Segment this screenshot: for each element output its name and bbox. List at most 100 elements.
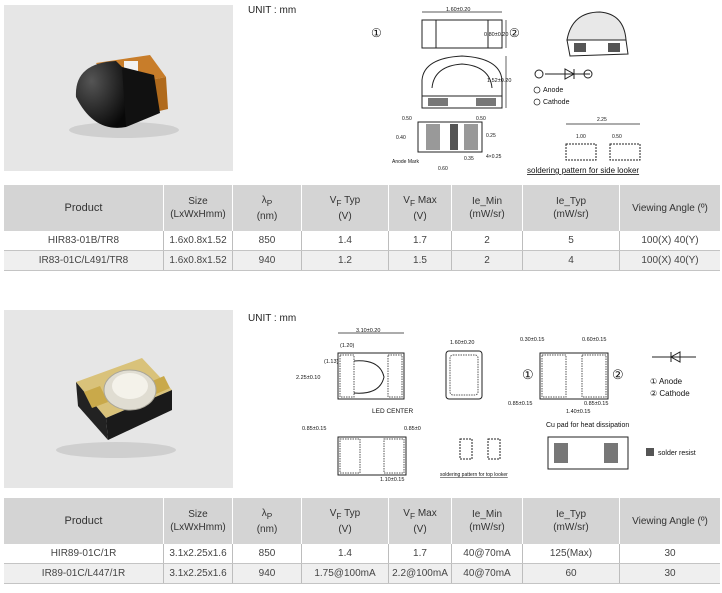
product-section-1: UNIT : mm ① ② 1.60±0.20 0.80±0.20 1.52±0… <box>0 0 722 280</box>
dim-pad-100: 1.00 <box>576 134 586 140</box>
solder-resist-label: solder resist <box>658 450 696 457</box>
col-viewing-angle: Viewing Angle (º) <box>619 185 720 231</box>
table-row: IR83-01C/L491/TR8 1.6x0.8x1.52 940 1.2 1… <box>4 250 720 271</box>
dim-035: 0.35 <box>464 156 474 162</box>
cell-vf-typ: 1.4 <box>301 231 389 251</box>
cell-viewing-angle: 30 <box>619 544 720 564</box>
col-product: Product <box>4 498 164 544</box>
table-row: HIR89-01C/1R 3.1x2.25x1.6 850 1.4 1.7 40… <box>4 544 720 564</box>
dim-height-front: 1.52±0.20 <box>487 78 511 84</box>
col-vf-max: VF Max(V) <box>388 498 452 544</box>
col-size: Size(LxWxHmm) <box>163 498 233 544</box>
label-anode: Anode <box>543 87 563 94</box>
cell-vf-max: 2.2@100mA <box>388 563 452 584</box>
pin1-marker: ① <box>371 26 382 40</box>
unit-label: UNIT : mm <box>248 5 297 16</box>
anode-mark-label: Anode Mark <box>392 159 419 165</box>
cell-viewing-angle: 100(X) 40(Y) <box>619 250 720 271</box>
cell-ie-typ: 60 <box>522 563 620 584</box>
cell-viewing-angle: 100(X) 40(Y) <box>619 231 720 251</box>
cell-wavelength: 850 <box>232 544 302 564</box>
dim-4x025: 4×0.25 <box>486 154 502 160</box>
product-photo-top-looker <box>4 310 233 488</box>
col-wavelength: λP(nm) <box>232 498 302 544</box>
col-ie-typ: Ie_Typ(mW/sr) <box>522 185 620 231</box>
col-ie-typ: Ie_Typ(mW/sr) <box>522 498 620 544</box>
solder-pattern-caption: soldering pattern for side looker <box>527 166 639 175</box>
pin2-marker: ② <box>509 26 520 40</box>
unit-label: UNIT : mm <box>248 313 297 324</box>
label-anode: ① Anode <box>650 377 683 386</box>
dim-110: 1.10±0.15 <box>380 477 404 483</box>
col-size-label: Size <box>188 196 208 207</box>
cell-wavelength: 850 <box>232 231 302 251</box>
col-vf-typ: VF Typ(V) <box>301 498 389 544</box>
cell-size: 3.1x2.25x1.6 <box>163 544 233 564</box>
cu-pad-label: Cu pad for heat dissipation <box>546 422 629 429</box>
cell-vf-max: 1.7 <box>388 544 452 564</box>
col-vf-max: VF Max(V) <box>388 185 452 231</box>
dim-s085-a: 0.85±0.15 <box>302 426 326 432</box>
dim-085-a: 0.85±0.15 <box>508 401 532 407</box>
cell-vf-max: 1.7 <box>388 231 452 251</box>
col-wavelength: λP(nm) <box>232 185 302 231</box>
cell-size: 3.1x2.25x1.6 <box>163 563 233 584</box>
spec-table-1: Product Size(LxWxHmm) λP(nm) VF Typ(V) V… <box>4 185 720 271</box>
dim-pad-050: 0.50 <box>612 134 622 140</box>
cell-product: HIR89-01C/1R <box>4 544 164 564</box>
col-ie-min: Ie_Min(mW/sr) <box>451 185 523 231</box>
dim-140: 1.40±0.15 <box>566 409 590 415</box>
dim-s085-b: 0.85±0 <box>404 426 421 432</box>
pin2-marker: ② <box>612 367 624 382</box>
dim-depth-side: 0.80±0.20 <box>484 32 508 38</box>
cell-vf-max: 1.5 <box>388 250 452 271</box>
cell-viewing-angle: 30 <box>619 563 720 584</box>
col-viewing-angle: Viewing Angle (º) <box>619 498 720 544</box>
cell-vf-typ: 1.4 <box>301 544 389 564</box>
dim-050-b: 0.50 <box>476 116 486 122</box>
dim-050-a: 0.50 <box>402 116 412 122</box>
cell-ie-min: 40@70mA <box>451 544 523 564</box>
cell-size: 1.6x0.8x1.52 <box>163 231 233 251</box>
cell-ie-typ: 125(Max) <box>522 544 620 564</box>
cell-product: IR89-01C/L447/1R <box>4 563 164 584</box>
dimension-drawing-top-looker: 3.10±0.20 (1.20) (1.13) 2.25±0.10 LED CE… <box>296 328 696 483</box>
cell-ie-typ: 5 <box>522 231 620 251</box>
col-vf-typ: VF Typ(V) <box>301 185 389 231</box>
dim-113: (1.13) <box>324 359 339 365</box>
pin1-marker: ① <box>522 367 534 382</box>
dim-310: 3.10±0.20 <box>356 328 380 334</box>
cell-ie-min: 40@70mA <box>451 563 523 584</box>
dim-width-top: 1.60±0.20 <box>446 7 470 13</box>
solder-pattern-caption: soldering pattern for top looker <box>440 472 508 478</box>
product-photo-side-looker <box>4 5 233 171</box>
cell-product: HIR83-01B/TR8 <box>4 231 164 251</box>
col-product: Product <box>4 185 164 231</box>
spec-table-2: Product Size(LxWxHmm) λP(nm) VF Typ(V) V… <box>4 498 720 584</box>
col-ie-min: Ie_Min(mW/sr) <box>451 498 523 544</box>
product-section-2: UNIT : mm 3.10±0.20 (1.20) (1.13) 2.25±0… <box>0 305 722 593</box>
dim-025: 0.25 <box>486 133 496 139</box>
dim-060: 0.60±0.15 <box>582 337 606 343</box>
dim-085-b: 0.85±0.15 <box>584 401 608 407</box>
dim-160: 1.60±0.20 <box>450 340 474 346</box>
cell-ie-typ: 4 <box>522 250 620 271</box>
cell-size: 1.6x0.8x1.52 <box>163 250 233 271</box>
cell-vf-typ: 1.2 <box>301 250 389 271</box>
led-center-label: LED CENTER <box>372 408 413 415</box>
table-row: HIR83-01B/TR8 1.6x0.8x1.52 850 1.4 1.7 2… <box>4 231 720 251</box>
cell-product: IR83-01C/L491/TR8 <box>4 250 164 271</box>
label-cathode: Cathode <box>543 99 570 106</box>
cell-wavelength: 940 <box>232 563 302 584</box>
label-cathode: ② Cathode <box>650 389 690 398</box>
cell-ie-min: 2 <box>451 231 523 251</box>
cell-vf-typ: 1.75@100mA <box>301 563 389 584</box>
dim-060: 0.60 <box>438 166 448 172</box>
dim-040: 0.40 <box>396 135 406 141</box>
table-row: IR89-01C/L447/1R 3.1x2.25x1.6 940 1.75@1… <box>4 563 720 584</box>
cell-wavelength: 940 <box>232 250 302 271</box>
cell-ie-min: 2 <box>451 250 523 271</box>
dimension-drawing-side-looker: ① ② 1.60±0.20 0.80±0.20 1.52±0.20 Anode … <box>371 7 641 175</box>
col-size: Size(LxWxHmm) <box>163 185 233 231</box>
dim-225: 2.25±0.10 <box>296 375 320 381</box>
